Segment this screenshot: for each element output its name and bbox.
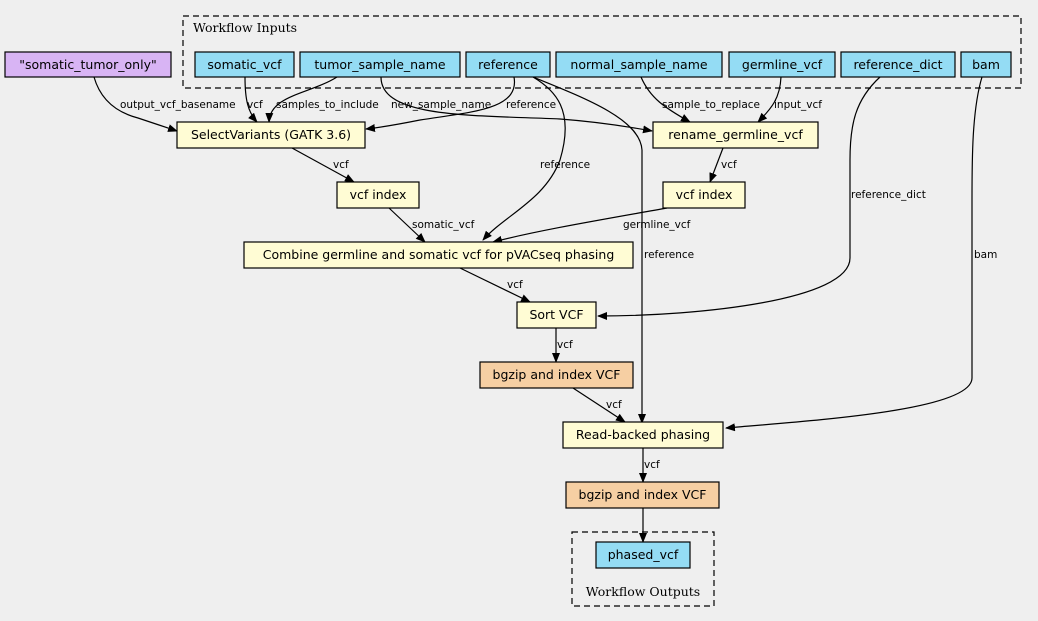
node-step-read-backed-phasing[interactable]	[562, 421, 724, 449]
edge-normal-rename	[640, 76, 691, 123]
edge-label-samples-to-include: samples_to_include	[276, 99, 379, 111]
edge-tumor-select	[265, 76, 338, 123]
node-step-bgzip-1-label: bgzip and index VCF	[493, 367, 621, 382]
node-step-combine-label: Combine germline and somatic vcf for pVA…	[263, 247, 615, 262]
node-input-tumor-sample-name-label: tumor_sample_name	[314, 57, 445, 72]
node-step-vcf-index-2-label: vcf index	[676, 187, 733, 202]
edge-const-select	[93, 76, 178, 132]
node-input-germline-vcf-label: germline_vcf	[742, 57, 823, 72]
workflow-inputs-label: Workflow Inputs	[193, 20, 297, 35]
node-step-sort-vcf[interactable]	[516, 301, 597, 329]
node-step-bgzip-2-label: bgzip and index VCF	[579, 487, 707, 502]
node-step-select-variants-label: SelectVariants (GATK 3.6)	[191, 127, 351, 142]
nodes: "somatic_tumor_only" somatic_vcf tumor_s…	[4, 51, 1012, 569]
edge-label-output-vcf-basename: output_vcf_basename	[120, 99, 236, 111]
node-const-somatic-tumor-only[interactable]	[4, 51, 172, 78]
node-step-rename-germline-vcf[interactable]	[652, 121, 819, 149]
node-input-normal-sample-name[interactable]	[555, 51, 723, 78]
edge-combine-sort	[459, 267, 531, 303]
edges: output_vcf_basename vcf samples_to_inclu…	[93, 76, 997, 543]
node-input-germline-vcf[interactable]	[728, 51, 836, 78]
edge-label-reference-dict: reference_dict	[851, 189, 926, 201]
workflow-outputs-label: Workflow Outputs	[586, 584, 700, 599]
node-output-phased-vcf-label: phased_vcf	[608, 547, 679, 562]
edge-refdict-sort	[597, 76, 881, 320]
edge-bgzip1-readbacked	[572, 387, 626, 423]
node-step-bgzip-2[interactable]	[565, 481, 720, 509]
edge-vcfindex1-combine	[388, 207, 426, 243]
edge-label-reference-c: reference	[644, 249, 694, 261]
node-step-vcf-index-1[interactable]	[336, 181, 420, 209]
node-step-vcf-index-2[interactable]	[662, 181, 746, 209]
edge-label-reference-b: reference	[540, 159, 590, 171]
node-step-combine[interactable]	[243, 241, 634, 269]
edge-select-vcfindex1	[291, 147, 355, 183]
edge-label-new-sample-name: new_sample_name	[391, 99, 491, 111]
edge-reference-select	[365, 76, 515, 132]
node-input-somatic-vcf[interactable]	[194, 51, 295, 78]
edge-label-sample-to-replace: sample_to_replace	[662, 99, 760, 111]
node-const-label: "somatic_tumor_only"	[19, 57, 156, 72]
edge-somatic-select	[244, 76, 258, 123]
node-input-bam-label: bam	[972, 57, 1000, 72]
node-output-phased-vcf[interactable]	[595, 541, 691, 569]
edge-label-vcf-b: vcf	[333, 159, 349, 171]
node-input-reference-dict-label: reference_dict	[853, 57, 942, 72]
edge-label-somatic-vcf: somatic_vcf	[412, 219, 475, 231]
edge-bam-readbacked	[725, 76, 983, 432]
edge-rename-vcfindex2	[709, 147, 724, 183]
edge-label-vcf-a: vcf	[247, 99, 263, 111]
node-input-somatic-vcf-label: somatic_vcf	[207, 57, 282, 72]
edge-label-vcf-f: vcf	[606, 399, 622, 411]
node-step-read-backed-phasing-label: Read-backed phasing	[576, 427, 710, 442]
node-step-select-variants[interactable]	[176, 121, 366, 149]
edge-label-vcf-g: vcf	[644, 459, 660, 471]
node-step-bgzip-1[interactable]	[479, 361, 634, 389]
edge-tumor-rename	[380, 76, 653, 134]
edge-label-input-vcf: input_vcf	[774, 99, 822, 111]
edge-label-vcf-d: vcf	[507, 279, 523, 291]
edge-label-germline-vcf: germline_vcf	[623, 219, 691, 231]
node-step-vcf-index-1-label: vcf index	[350, 187, 407, 202]
edge-germline-rename	[757, 76, 782, 123]
workflow-inputs-cluster	[182, 15, 1022, 89]
edge-reference-readbacked	[532, 76, 646, 424]
edge-label-vcf-c: vcf	[721, 159, 737, 171]
node-input-reference-dict[interactable]	[840, 51, 956, 78]
node-step-sort-vcf-label: Sort VCF	[529, 307, 583, 322]
edge-label-vcf-e: vcf	[557, 339, 573, 351]
edge-label-bam: bam	[974, 249, 997, 261]
node-step-rename-germline-vcf-label: rename_germline_vcf	[668, 127, 803, 142]
edge-reference-combine	[482, 76, 566, 241]
node-input-reference[interactable]	[465, 51, 551, 78]
edge-vcfindex2-combine	[492, 207, 668, 244]
node-input-bam[interactable]	[960, 51, 1012, 78]
node-input-tumor-sample-name[interactable]	[299, 51, 461, 78]
edge-label-reference-a: reference	[506, 99, 556, 111]
node-input-reference-label: reference	[478, 57, 538, 72]
node-input-normal-sample-name-label: normal_sample_name	[570, 57, 708, 72]
